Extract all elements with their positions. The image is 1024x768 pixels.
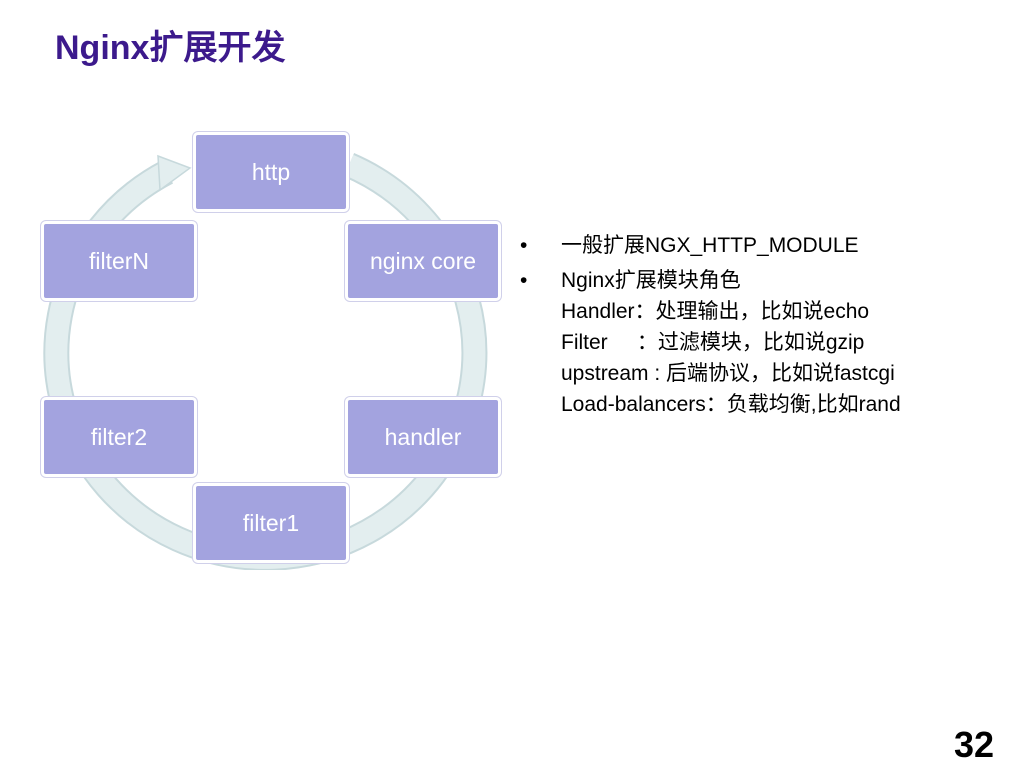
node-label: filter2 xyxy=(90,423,148,450)
bullet-dot: • xyxy=(520,234,528,257)
node-handler: handler xyxy=(345,397,501,477)
node-http: http xyxy=(193,132,349,212)
node-filter2: filter2 xyxy=(41,397,197,477)
node-filtern: filterN xyxy=(41,221,197,301)
role-filter: Filter ：过滤模块，比如说gzip xyxy=(561,331,865,354)
node-nginx-core: nginx core xyxy=(345,221,501,301)
role-handler: Handler：处理输出，比如说echo xyxy=(561,300,870,323)
bullet-list: • 一般扩展NGX_HTTP_MODULE • Nginx扩展模块角色 Hand… xyxy=(520,230,1000,424)
bullet-heading: Nginx扩展模块角色 xyxy=(561,269,741,292)
page-number: 32 xyxy=(953,724,994,765)
node-label: filter1 xyxy=(242,509,300,536)
node-label: http xyxy=(251,158,291,185)
node-label: handler xyxy=(384,423,462,450)
slide-title: Nginx扩展开发 xyxy=(55,29,286,67)
bullet-dot: • xyxy=(520,269,528,292)
cycle-diagram: http nginx core handler filter1 filter2 … xyxy=(30,120,510,570)
bullet-text: 一般扩展NGX_HTTP_MODULE xyxy=(561,234,859,257)
arrowhead xyxy=(157,154,192,192)
role-upstream: upstream : 后端协议，比如说fastcgi xyxy=(561,362,895,385)
node-filter1: filter1 xyxy=(193,483,349,563)
node-label: filterN xyxy=(88,247,150,274)
node-label: nginx core xyxy=(369,247,477,274)
bullet-item: • 一般扩展NGX_HTTP_MODULE xyxy=(520,230,1000,261)
role-load-balancers: Load-balancers：负载均衡,比如rand xyxy=(561,393,901,416)
bullet-item: • Nginx扩展模块角色 Handler：处理输出，比如说echo Filte… xyxy=(520,265,1000,420)
